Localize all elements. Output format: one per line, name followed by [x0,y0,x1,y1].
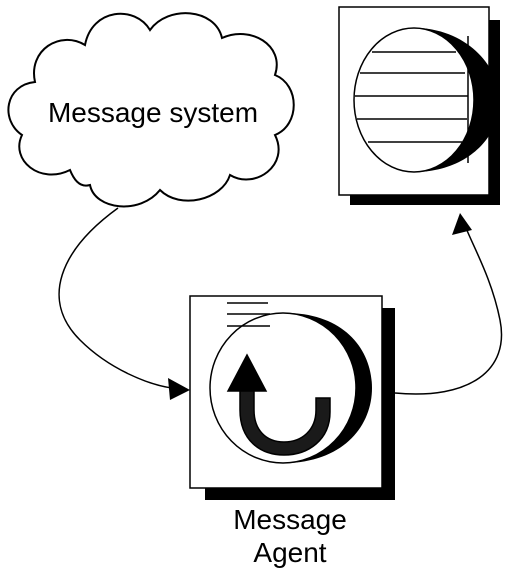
cloud-label: Message system [47,97,259,128]
arrow-up-icon [226,353,268,392]
cloud-icon [7,12,295,208]
arrow-head-icon [168,378,190,400]
agent-label-line2: Agent [253,537,327,568]
connector-cloud-to-agent [58,207,190,400]
message-agent-icon [189,295,395,500]
arrow-head-icon [452,213,472,235]
agent-label: Message Agent [190,503,390,569]
mailbox-icon [338,6,500,205]
connector-agent-to-target [394,213,503,395]
return-arrow-icon [239,389,331,456]
agent-label-line1: Message [233,504,347,535]
